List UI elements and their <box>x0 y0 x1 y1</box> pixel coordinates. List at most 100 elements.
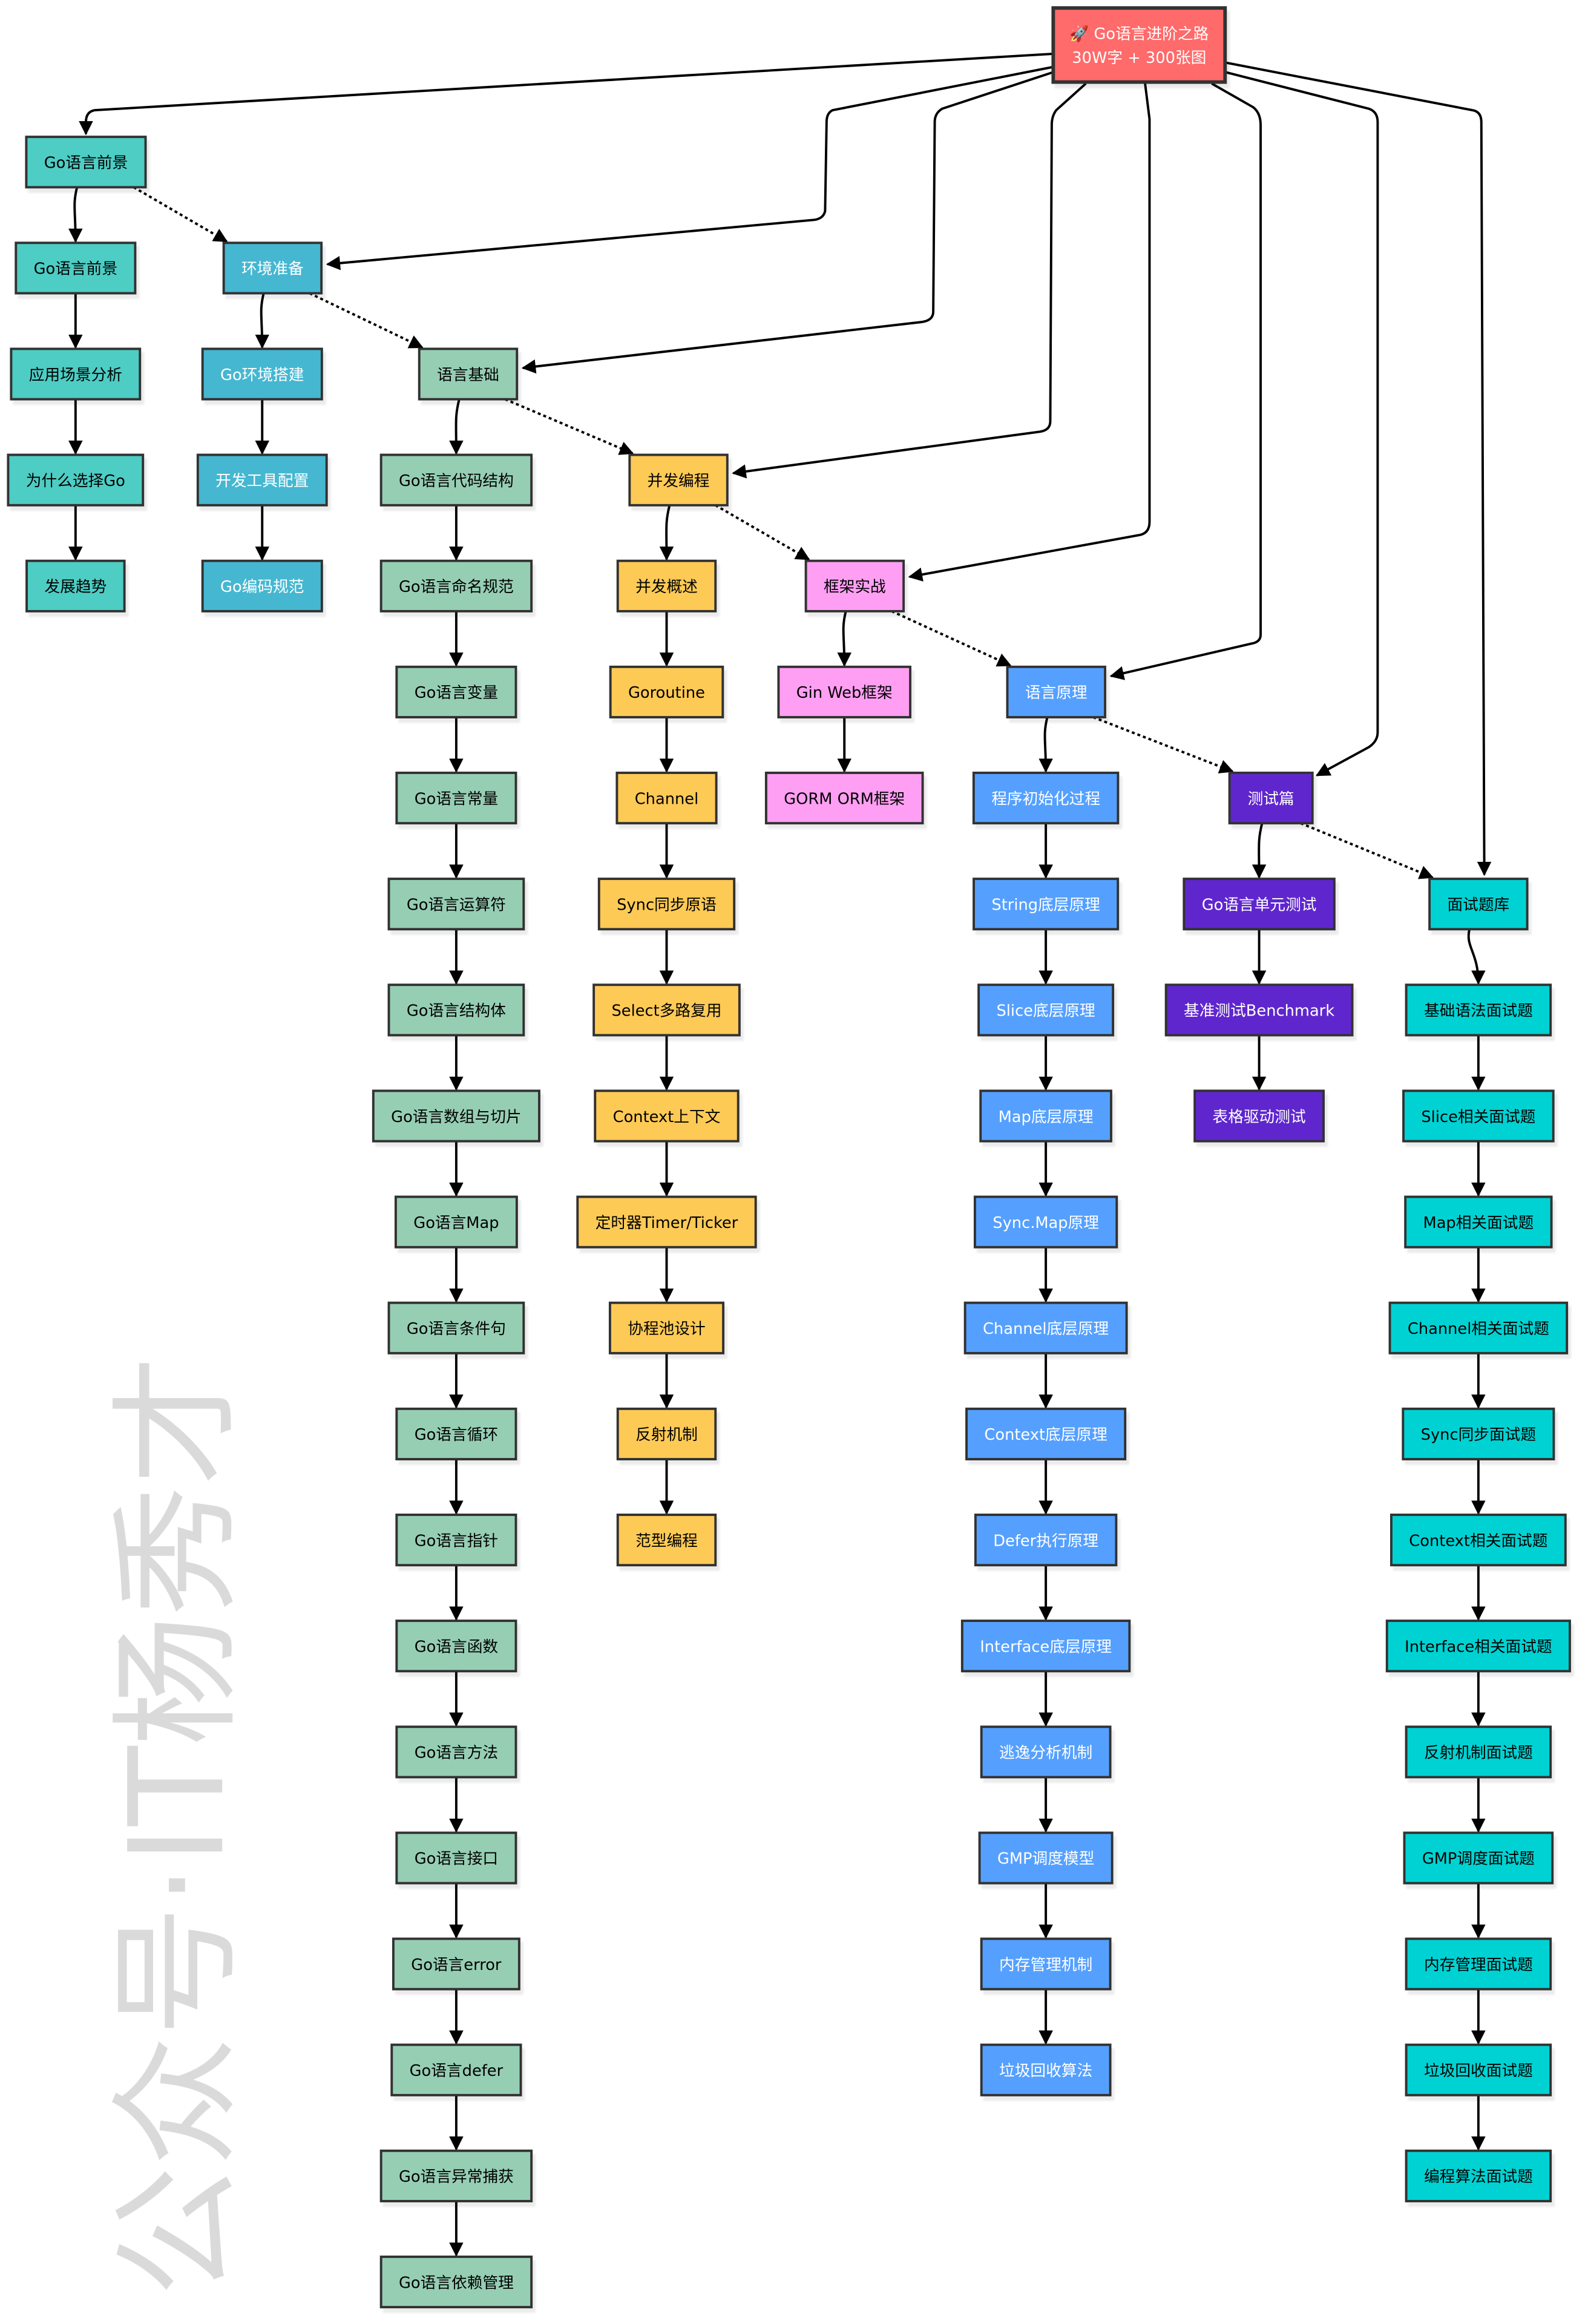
node-testing-2-box <box>1193 1089 1325 1143</box>
node-basic-5[interactable]: Go语言结构体 <box>387 983 525 1037</box>
node-basic-6-box <box>372 1089 540 1143</box>
node-basic-6[interactable]: Go语言数组与切片 <box>372 1089 540 1143</box>
node-basic-8-box <box>387 1301 525 1354</box>
node-principle-1[interactable]: String底层原理 <box>973 878 1120 931</box>
node-concurrency-0-label: 并发概述 <box>635 578 698 596</box>
node-testing-0[interactable]: Go语言单元测试 <box>1183 878 1336 931</box>
node-interview-0[interactable]: 基础语法面试题 <box>1405 983 1552 1037</box>
section-head-framework[interactable]: 框架实战 <box>804 559 905 612</box>
section-head-intro[interactable]: Go语言前景 <box>25 136 147 189</box>
section-head-env[interactable]: 环境准备 <box>222 241 323 295</box>
node-basic-17[interactable]: Go语言依赖管理 <box>379 2255 533 2309</box>
node-framework-1[interactable]: GORM ORM框架 <box>764 772 924 825</box>
node-principle-0-box <box>972 772 1120 825</box>
node-principle-3[interactable]: Map底层原理 <box>979 1089 1112 1143</box>
node-principle-7[interactable]: Defer执行原理 <box>974 1513 1118 1567</box>
node-interview-8-label: GMP调度面试题 <box>1422 1850 1535 1868</box>
node-principle-12[interactable]: 垃圾回收算法 <box>980 2043 1112 2096</box>
node-principle-5-label: Channel底层原理 <box>983 1320 1109 1338</box>
node-interview-2-label: Map相关面试题 <box>1423 1214 1534 1232</box>
node-interview-6[interactable]: Interface相关面试题 <box>1385 1620 1571 1673</box>
node-interview-9[interactable]: 内存管理面试题 <box>1405 1937 1552 1991</box>
node-concurrency-1-label: Goroutine <box>628 684 705 702</box>
node-basic-9[interactable]: Go语言循环 <box>395 1407 517 1460</box>
node-interview-8[interactable]: GMP调度面试题 <box>1403 1831 1554 1885</box>
node-principle-0[interactable]: 程序初始化过程 <box>972 772 1120 825</box>
node-concurrency-7[interactable]: 协程池设计 <box>608 1301 725 1354</box>
node-concurrency-5[interactable]: Context上下文 <box>594 1089 740 1143</box>
node-principle-9[interactable]: 逃逸分析机制 <box>980 1725 1112 1779</box>
node-testing-2-label: 表格驱动测试 <box>1213 1108 1306 1126</box>
node-concurrency-9[interactable]: 范型编程 <box>616 1513 717 1567</box>
node-intro-2-box <box>7 453 145 507</box>
node-framework-0-box <box>777 665 911 719</box>
node-principle-8[interactable]: Interface底层原理 <box>960 1620 1131 1673</box>
node-basic-16[interactable]: Go语言异常捕获 <box>379 2149 533 2202</box>
node-concurrency-6[interactable]: 定时器Timer/Ticker <box>576 1195 757 1249</box>
node-principle-10[interactable]: GMP调度模型 <box>978 1831 1114 1885</box>
node-basic-4[interactable]: Go语言运算符 <box>387 878 525 931</box>
node-intro-1[interactable]: 应用场景分析 <box>10 347 142 401</box>
node-interview-7[interactable]: 反射机制面试题 <box>1405 1725 1552 1779</box>
node-concurrency-4[interactable]: Select多路复用 <box>592 983 741 1037</box>
node-interview-4[interactable]: Sync同步面试题 <box>1402 1407 1555 1460</box>
node-basic-2[interactable]: Go语言变量 <box>395 665 517 719</box>
node-interview-3[interactable]: Channel相关面试题 <box>1388 1301 1569 1354</box>
node-basic-10[interactable]: Go语言指针 <box>395 1513 517 1567</box>
node-basic-7[interactable]: Go语言Map <box>394 1195 518 1249</box>
node-basic-8[interactable]: Go语言条件句 <box>387 1301 525 1354</box>
node-interview-4-label: Sync同步面试题 <box>1421 1426 1536 1444</box>
node-principle-4[interactable]: Sync.Map原理 <box>973 1195 1118 1249</box>
node-concurrency-4-label: Select多路复用 <box>611 1002 721 1020</box>
node-testing-1[interactable]: 基准测试Benchmark <box>1164 983 1354 1037</box>
node-concurrency-2[interactable]: Channel <box>615 772 718 825</box>
node-env-0[interactable]: Go环境搭建 <box>201 347 323 401</box>
section-head-testing[interactable]: 测试篇 <box>1228 772 1314 825</box>
node-basic-15[interactable]: Go语言defer <box>390 2043 522 2096</box>
section-head-concurrency[interactable]: 并发编程 <box>628 453 729 507</box>
section-head-interview[interactable]: 面试题库 <box>1428 878 1529 931</box>
node-intro-3[interactable]: 发展趋势 <box>25 559 126 612</box>
node-interview-9-label: 内存管理面试题 <box>1424 1956 1533 1974</box>
node-basic-12[interactable]: Go语言方法 <box>395 1725 517 1779</box>
node-intro-1-label: 应用场景分析 <box>29 366 122 384</box>
section-head-basic[interactable]: 语言基础 <box>418 347 519 401</box>
node-env-2[interactable]: Go编码规范 <box>201 559 323 612</box>
node-basic-3[interactable]: Go语言常量 <box>395 772 517 825</box>
node-intro-0[interactable]: Go语言前景 <box>15 241 137 295</box>
node-interview-11[interactable]: 编程算法面试题 <box>1405 2149 1552 2202</box>
node-framework-0[interactable]: Gin Web框架 <box>777 665 911 719</box>
node-interview-1[interactable]: Slice相关面试题 <box>1402 1089 1555 1143</box>
node-basic-5-label: Go语言结构体 <box>407 1002 506 1020</box>
node-interview-0-box <box>1405 983 1552 1037</box>
edge-testing-0 <box>1252 822 1267 879</box>
node-basic-13[interactable]: Go语言接口 <box>395 1831 517 1885</box>
node-principle-5[interactable]: Channel底层原理 <box>963 1301 1128 1354</box>
node-basic-14[interactable]: Go语言error <box>392 1937 520 1991</box>
node-interview-8-box <box>1403 1831 1554 1885</box>
node-basic-0[interactable]: Go语言代码结构 <box>379 453 533 507</box>
node-concurrency-1[interactable]: Goroutine <box>609 665 724 719</box>
node-principle-11[interactable]: 内存管理机制 <box>980 1937 1112 1991</box>
section-head-concurrency-label: 并发编程 <box>648 472 710 490</box>
node-interview-2[interactable]: Map相关面试题 <box>1404 1195 1553 1249</box>
node-interview-3-label: Channel相关面试题 <box>1408 1320 1549 1338</box>
node-interview-5[interactable]: Context相关面试题 <box>1390 1513 1567 1567</box>
node-concurrency-3[interactable]: Sync同步原语 <box>597 878 736 931</box>
node-basic-11[interactable]: Go语言函数 <box>395 1620 517 1673</box>
node-interview-10[interactable]: 垃圾回收面试题 <box>1405 2043 1552 2096</box>
node-concurrency-8[interactable]: 反射机制 <box>616 1407 717 1460</box>
node-principle-6[interactable]: Context底层原理 <box>965 1407 1127 1460</box>
node-concurrency-0[interactable]: 并发概述 <box>616 559 717 612</box>
root-subtitle: 30W字 + 300张图 <box>1072 49 1206 67</box>
node-intro-2[interactable]: 为什么选择Go <box>7 453 145 507</box>
section-head-intro-label: Go语言前景 <box>44 154 128 172</box>
node-env-1[interactable]: 开发工具配置 <box>196 453 328 507</box>
node-basic-1[interactable]: Go语言命名规范 <box>379 559 533 612</box>
node-principle-8-box <box>960 1620 1131 1673</box>
node-testing-2[interactable]: 表格驱动测试 <box>1193 1089 1325 1143</box>
node-interview-10-label: 垃圾回收面试题 <box>1424 2062 1533 2080</box>
section-head-principle[interactable]: 语言原理 <box>1006 665 1106 719</box>
node-principle-2[interactable]: Slice底层原理 <box>977 983 1115 1037</box>
